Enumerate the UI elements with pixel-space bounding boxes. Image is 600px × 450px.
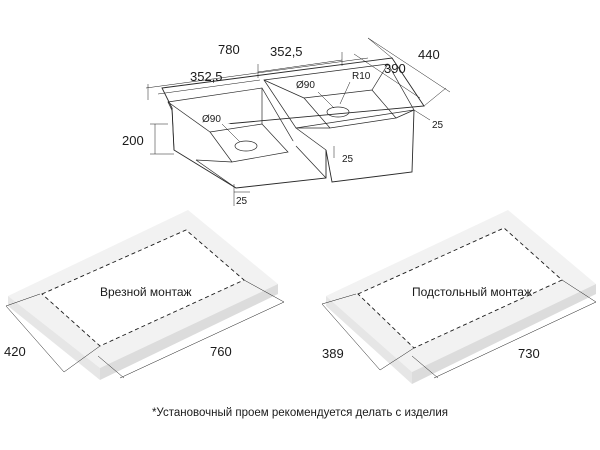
footnote: *Установочный проем рекомендуется делать… [152,407,448,419]
right-bowl-width-label: 352,5 [270,44,303,59]
bowl-depth-label: 390 [384,61,406,76]
sink-width-label: 780 [218,42,240,57]
left-mount-label: Врезной монтаж [100,285,192,299]
bottom-offset-label: 25 [236,196,248,207]
left-bowl-width-label: 352,5 [190,69,223,84]
right-depth-label: 389 [322,346,344,361]
right-drain [326,106,350,118]
sink-height-label: 200 [122,133,144,148]
cutout-right: Подстольный монтаж 389 730 [321,210,597,384]
left-depth-label: 420 [4,344,26,359]
left-drain [234,140,258,152]
sink-dimensions: 780 352,5 352,5 440 390 R10 Ø90 Ø90 200 [122,37,451,207]
sink-drawing [161,57,425,189]
right-opening [358,228,562,348]
cutout-left: Врезной монтаж 420 760 [4,210,285,380]
right-width-label: 730 [518,346,540,361]
left-width-label: 760 [210,344,232,359]
sink-depth-label: 440 [418,47,440,62]
right-mount-label: Подстольный монтаж [412,285,532,299]
right-drain-label: Ø90 [296,80,315,91]
left-drain-label: Ø90 [202,114,221,125]
right-offset-label: 25 [432,120,444,131]
left-bowl-bottom [209,123,289,163]
left-opening [42,230,244,346]
middle-offset-label: 25 [342,154,354,165]
right-bowl-body [325,109,415,183]
radius-label: R10 [352,71,371,82]
